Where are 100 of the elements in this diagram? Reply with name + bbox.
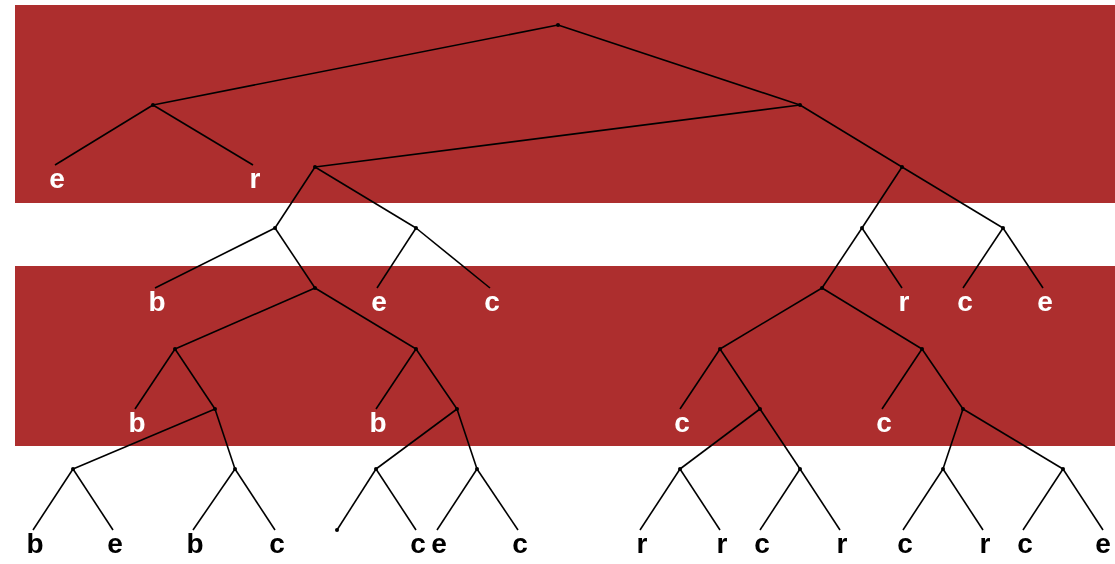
leaf-label: r (630, 531, 654, 557)
leaf-label: c (480, 289, 504, 315)
branch-point (455, 407, 459, 411)
tree-branch (32, 468, 74, 531)
branch-point (335, 528, 339, 532)
tree-branch (336, 468, 377, 531)
branch-point (1001, 226, 1005, 230)
branch-point (414, 347, 418, 351)
tree-branch (759, 408, 801, 470)
leaf-label: r (243, 166, 267, 192)
tree-branch (901, 166, 1004, 229)
leaf-label: r (892, 289, 916, 315)
branch-point (920, 347, 924, 351)
tree-branch (375, 348, 417, 410)
tree-branch (821, 227, 863, 289)
branch-point (820, 286, 824, 290)
tree-branch (415, 227, 491, 289)
tree-branch (174, 348, 216, 410)
leaf-label: c (670, 410, 694, 436)
branch-point (678, 467, 682, 471)
tree-branch (314, 287, 417, 350)
tree-branch (1002, 227, 1044, 289)
tree-branch (375, 408, 458, 470)
tree-branch (799, 104, 903, 168)
branch-point (758, 407, 762, 411)
tree-branch (902, 468, 944, 531)
leaf-label: r (830, 531, 854, 557)
tree-branch (152, 104, 254, 166)
leaf-label: b (145, 289, 169, 315)
leaf-label: c (750, 531, 774, 557)
leaf-label: c (406, 531, 430, 557)
branch-point (556, 23, 560, 27)
tree-branch (415, 348, 458, 410)
branch-point (374, 467, 378, 471)
branch-point (151, 103, 155, 107)
branch-point (213, 407, 217, 411)
tree-branch (214, 408, 236, 470)
leaf-label: e (103, 531, 127, 557)
leaf-label: b (366, 410, 390, 436)
tree-branch (719, 348, 761, 410)
leaf-label: b (183, 531, 207, 557)
tree-branch (679, 468, 721, 531)
leaf-label: c (893, 531, 917, 557)
tree-branch (436, 468, 478, 531)
tree-branch (375, 468, 417, 531)
tree-branch (881, 348, 923, 410)
tree-branch (72, 408, 216, 470)
branch-point (798, 467, 802, 471)
leaf-label: r (710, 531, 734, 557)
leaf-label: c (872, 410, 896, 436)
tree-branch (962, 227, 1004, 289)
tree-branch (821, 287, 923, 350)
tree-branch (192, 468, 236, 531)
branch-point (173, 347, 177, 351)
branch-point (798, 103, 802, 107)
leaf-label: c (1013, 531, 1037, 557)
leaf-label: e (1033, 289, 1057, 315)
branch-point (1061, 467, 1065, 471)
tree-branch (234, 468, 276, 531)
branch-point (313, 286, 317, 290)
branch-point (860, 226, 864, 230)
leaf-label: r (973, 531, 997, 557)
leaf-label: b (125, 410, 149, 436)
leaf-label: e (1091, 531, 1115, 557)
tree-branch (921, 348, 964, 410)
leaf-label: e (45, 166, 69, 192)
branch-point (273, 226, 277, 230)
tree-branch (942, 468, 984, 531)
tree-branch (861, 166, 903, 229)
tree-branch (314, 104, 801, 168)
tree-branch (456, 408, 478, 470)
tree-branch (376, 227, 417, 289)
tree-branch (799, 468, 841, 531)
tree-branch (174, 287, 316, 350)
branch-point (718, 347, 722, 351)
branch-point (71, 467, 75, 471)
leaf-label: b (23, 531, 47, 557)
leaf-label: e (427, 531, 451, 557)
tree-branch (719, 287, 823, 350)
tree-branch (274, 166, 316, 229)
tree-branch (759, 468, 801, 531)
branch-point (475, 467, 479, 471)
branch-point (941, 467, 945, 471)
leaf-label: c (508, 531, 532, 557)
tree-branch (1022, 468, 1064, 531)
tree-branch (152, 24, 559, 106)
branch-point (233, 467, 237, 471)
tree-branch (861, 227, 903, 289)
tree-branch (942, 408, 964, 470)
tree-branch (476, 468, 519, 531)
leaf-label: e (367, 289, 391, 315)
branch-point (900, 165, 904, 169)
tree-branch (274, 227, 316, 289)
tree-branch (639, 468, 681, 531)
tree-branch (679, 348, 721, 410)
branch-point (313, 165, 317, 169)
branch-point (414, 226, 418, 230)
branch-point (961, 407, 965, 411)
tree-branch (54, 104, 154, 166)
tree-branch (314, 166, 417, 229)
